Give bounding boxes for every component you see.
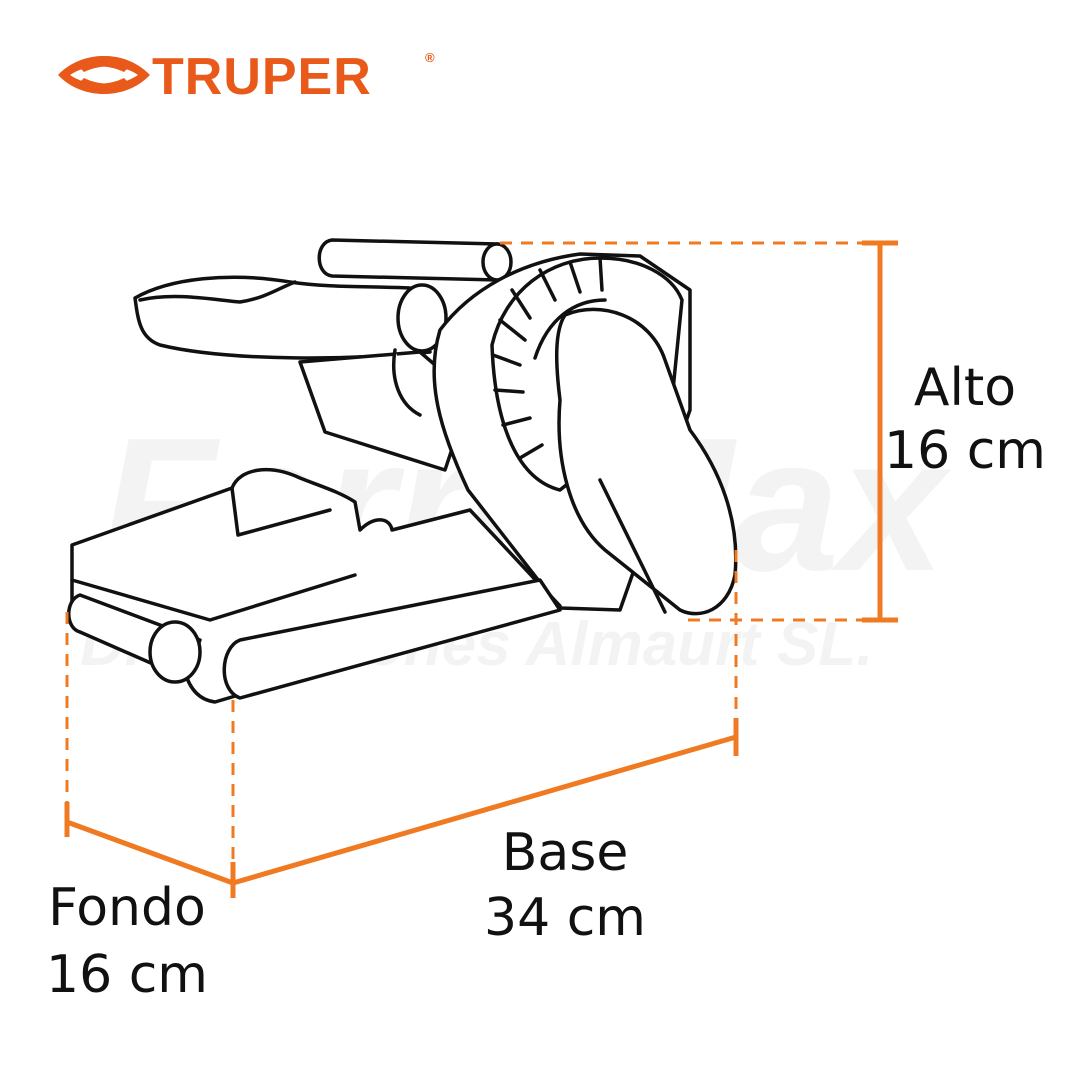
alto-label: Alto 16 cm <box>884 358 1046 481</box>
fondo-label: Fondo 16 cm <box>46 878 208 1005</box>
belt-sander-icon <box>67 238 738 704</box>
base-name: Base <box>502 823 629 883</box>
alto-name: Alto <box>914 358 1016 418</box>
registered-mark: ® <box>425 50 435 65</box>
truper-emblem-icon <box>58 56 150 94</box>
fondo-value: 16 cm <box>46 945 208 1005</box>
brand-logo: TRUPER ® <box>58 48 435 106</box>
fondo-line <box>66 819 234 886</box>
alto-value: 16 cm <box>884 421 1046 481</box>
base-label: Base 34 cm <box>484 823 646 948</box>
base-value: 34 cm <box>484 888 646 948</box>
fondo-name: Fondo <box>48 878 206 938</box>
dimension-lines <box>64 240 898 898</box>
base-line <box>232 734 737 886</box>
brand-name: TRUPER <box>152 48 372 106</box>
